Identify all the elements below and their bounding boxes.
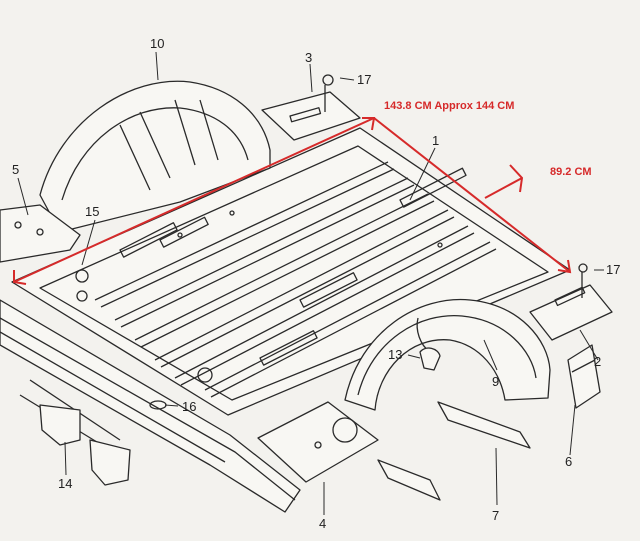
width-arrow-end <box>557 259 572 274</box>
length-arrow-start <box>13 270 27 285</box>
part-number-7: 7 <box>492 508 499 523</box>
part-number-17-top: 17 <box>357 72 371 87</box>
width-leader-fork <box>509 164 524 193</box>
width-leader-line <box>484 177 523 199</box>
cross-member-14 <box>39 404 131 486</box>
part-number-13: 13 <box>388 347 402 362</box>
part-number-5: 5 <box>12 162 19 177</box>
bracket-2 <box>529 263 613 341</box>
grommet-13 <box>419 347 441 371</box>
wheel-arch-left <box>39 80 271 233</box>
bracket-5 <box>0 204 81 263</box>
part-number-10: 10 <box>150 36 164 51</box>
bracket-3 <box>261 74 361 141</box>
part-number-6: 6 <box>565 454 572 469</box>
width-dimension-line <box>373 117 571 273</box>
part-number-16: 16 <box>182 399 196 414</box>
part-number-9: 9 <box>492 374 499 389</box>
dimension-lines <box>13 117 572 285</box>
part-labels: 10 3 17 1 17 5 15 13 9 2 6 7 4 14 16 <box>12 36 620 531</box>
part-number-15: 15 <box>85 204 99 219</box>
part-number-14: 14 <box>58 476 72 491</box>
dimension-labels: 143.8 CM Approx 144 CM 89.2 CM <box>384 100 592 178</box>
width-dimension-label: 89.2 CM <box>550 166 592 178</box>
part-number-2: 2 <box>594 354 601 369</box>
floor-panel <box>11 127 571 416</box>
rear-rail-7 <box>377 401 531 501</box>
part-number-1: 1 <box>432 133 439 148</box>
part-number-4: 4 <box>319 516 326 531</box>
length-dimension-label: 143.8 CM Approx 144 CM <box>384 100 514 112</box>
length-dimension-line <box>13 117 375 283</box>
part-number-17-right: 17 <box>606 262 620 277</box>
leader-lines <box>17 51 604 515</box>
side-rail-6 <box>567 344 601 409</box>
part-number-3: 3 <box>305 50 312 65</box>
plate-4 <box>257 401 379 483</box>
